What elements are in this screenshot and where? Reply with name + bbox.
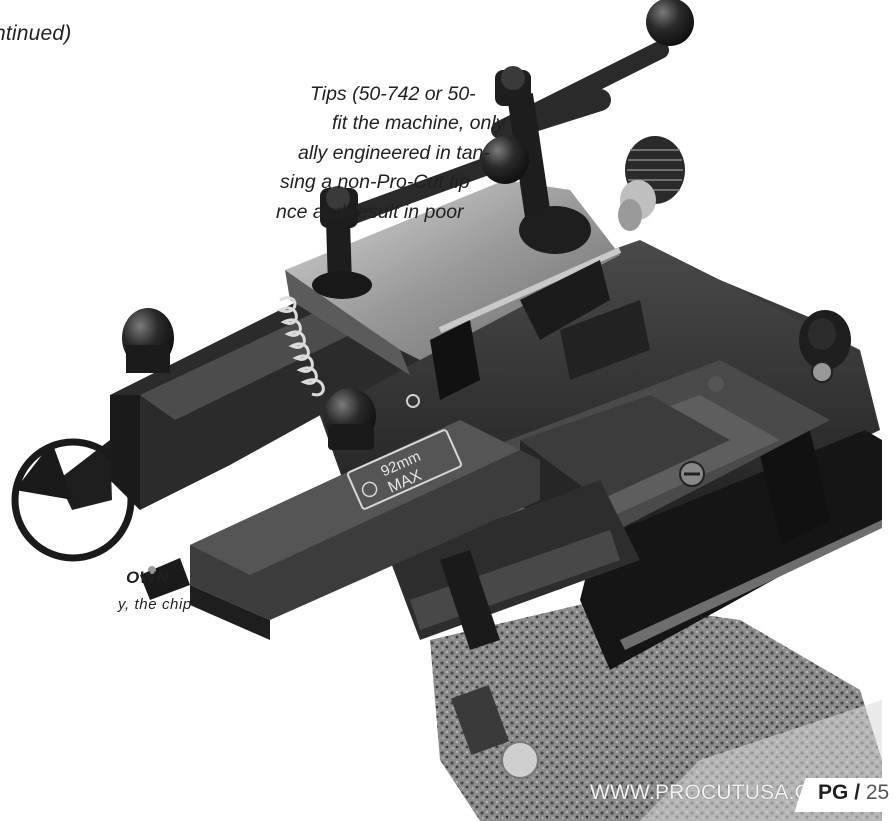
- clamp-lever-lower: [312, 136, 529, 299]
- footer-url[interactable]: WWW.PROCUTUSA.COM: [590, 781, 845, 804]
- knurled-knob: [618, 136, 685, 231]
- callout-heading: OWN: [126, 568, 170, 587]
- tip-callout-circle: [11, 438, 135, 562]
- page-number: 25: [865, 781, 890, 804]
- paragraph-line: sing a non-Pro-Cut tip: [280, 171, 470, 193]
- page-label: PG: [818, 781, 849, 804]
- paragraph-line: ally engineered in tan-: [298, 142, 490, 164]
- callout-body: y, the chip: [118, 596, 192, 613]
- footer-page-number: PG / 25: [818, 781, 889, 805]
- paragraph-line: Tips (50-742 or 50-: [310, 83, 476, 105]
- main-body: [300, 240, 882, 670]
- paragraph-line: fit the machine, only: [332, 112, 506, 134]
- vise-base: [430, 600, 882, 821]
- paragraph-line: nce and result in poor: [276, 201, 464, 223]
- page-separator: /: [854, 781, 861, 804]
- section-title: ntinued): [0, 22, 72, 45]
- clamp-lever-upper: [491, 0, 694, 254]
